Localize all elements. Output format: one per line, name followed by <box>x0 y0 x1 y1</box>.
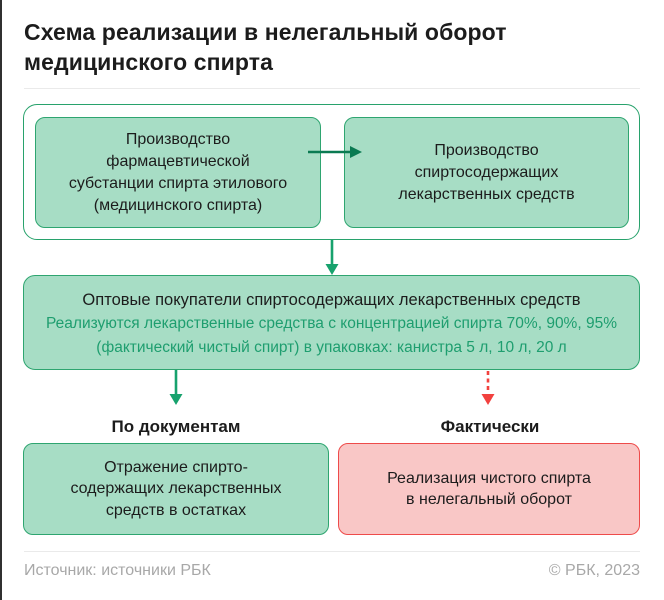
arrow-down-solid-icon <box>169 370 183 405</box>
window-edge <box>0 0 2 600</box>
alcohol-drugs-box: Производство спиртосодержащих лекарствен… <box>344 117 629 228</box>
outcome-actual-box: Реализация чистого спирта в нелегальный … <box>338 443 640 535</box>
wholesale-buyers-box: Оптовые покупатели спиртосодержащих лека… <box>23 275 640 370</box>
branch-label-actual: Фактически <box>440 417 540 436</box>
branch-label-documents: По документам <box>111 417 241 436</box>
arrow-down-dashed-icon <box>481 371 495 405</box>
wholesale-note: Реализуются лекарственные средства с кон… <box>46 314 617 356</box>
footer-copyright: © РБК, 2023 <box>548 562 640 579</box>
footer-source: Источник: источники РБК <box>24 562 211 579</box>
outcome-documents-box: Отражение спирто- содержащих лекарственн… <box>23 443 329 535</box>
pharma-substance-box: Производство фармацевтической субстанции… <box>35 117 321 228</box>
footer-divider <box>24 551 640 552</box>
arrow-down-solid-icon <box>325 240 339 275</box>
production-flow-container: Производство фармацевтической субстанции… <box>23 104 640 240</box>
arrow-right-icon <box>308 146 362 158</box>
wholesale-title: Оптовые покупатели спиртосодержащих лека… <box>82 290 581 309</box>
page-title: Схема реализации в нелегальный оборот ме… <box>24 19 507 75</box>
title-divider <box>24 88 640 89</box>
